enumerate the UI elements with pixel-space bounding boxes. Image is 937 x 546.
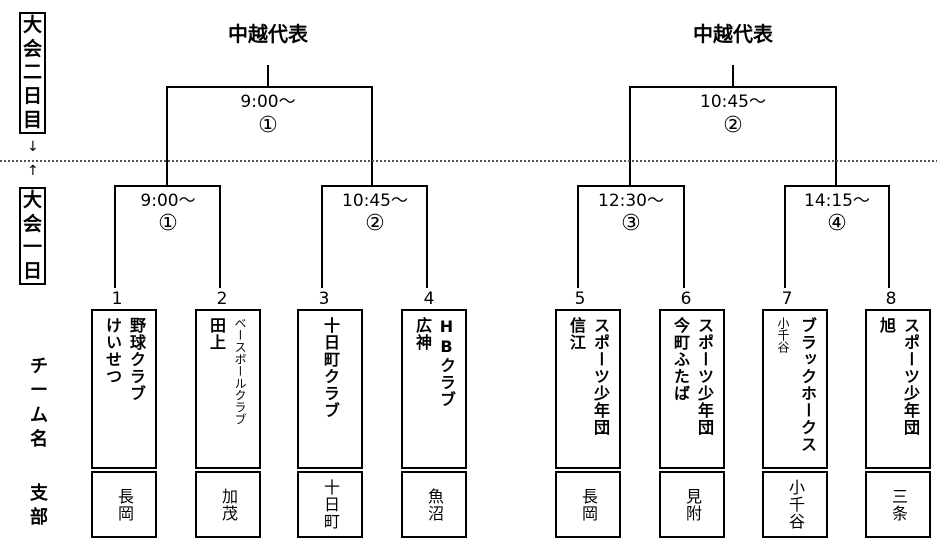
final-match-2-time: 10:45〜 [700,92,766,112]
team-7-name-box: ブラックホークス 小千谷 [762,309,828,469]
day2-char: 二 [22,61,42,84]
row-label-char: 支 [30,483,48,504]
day2-char: 大 [22,14,42,37]
day1-label-box: 大 会 一 日 [19,187,46,285]
row-label-branch: 支 部 [27,482,51,531]
team-2-name-box: ベースボールクラブ 田上 [195,309,261,469]
team-4-name-box: HBクラブ 広神 [401,309,467,469]
match-2-time: 10:45〜 [342,191,408,211]
team-7-branch: 小千谷 [786,479,805,530]
team-5-branch: 長岡 [579,487,598,522]
team-4-branch-box: 魚沼 [401,471,467,538]
team-2-name-sub: 田上 [207,317,226,351]
team-6-branch-box: 見附 [659,471,725,538]
arrow-up: ↑ [27,163,39,179]
team-8-branch: 三条 [889,487,908,522]
bracket-match-2 [321,185,428,288]
day2-char: 目 [22,108,42,131]
match-4-number: ④ [827,211,847,236]
day1-char: 会 [22,212,42,235]
team-5-number: 5 [574,289,586,309]
team-2-number: 2 [216,289,228,309]
match-3-time: 12:30〜 [598,191,664,211]
day2-label-box: 大 会 二 日 目 [19,12,46,134]
team-8-number: 8 [885,289,897,309]
team-5-name-sub: 信江 [567,317,586,351]
team-7-name: ブラックホークス [798,317,817,453]
team-3-branch-box: 十日町 [297,471,363,538]
day1-char: 日 [22,259,42,282]
team-1-branch: 長岡 [115,487,134,522]
match-3-number: ③ [621,211,641,236]
row-label-char: ー [30,380,48,402]
team-8-name: スポーツ少年団 [901,317,920,436]
team-3-branch: 十日町 [321,479,340,530]
day2-char: 会 [22,37,42,60]
team-1-number: 1 [111,289,123,309]
team-1-name-box: 野球クラブ けいせつ [91,309,157,469]
team-2-branch: 加茂 [219,487,238,522]
day2-char: 日 [22,85,42,108]
team-4-branch: 魚沼 [425,487,444,522]
team-8-name-box: スポーツ少年団 旭 [865,309,931,469]
day1-char: 一 [22,236,42,259]
row-label-team: チ ー ム 名 [27,355,51,452]
team-1-name-sub: けいせつ [103,317,122,385]
team-4-number: 4 [423,289,435,309]
team-8-branch-box: 三条 [865,471,931,538]
match-1-time: 9:00〜 [140,191,196,211]
match-2-number: ② [365,211,385,236]
team-6-name-sub: 今町ふたば [671,317,690,402]
team-1-name: 野球クラブ [127,317,146,402]
match-1-number: ① [158,211,178,236]
team-5-branch-box: 長岡 [555,471,621,538]
team-2-name: ベースボールクラブ [233,317,247,425]
team-6-name: スポーツ少年団 [695,317,714,436]
arrow-down: ↓ [27,139,39,155]
day1-char: 大 [22,189,42,212]
match-4-time: 14:15〜 [804,191,870,211]
final-match-1-number: ① [258,113,278,138]
team-4-name: HBクラブ [437,317,456,408]
team-7-name-sub: 小千谷 [776,317,790,353]
team-4-name-sub: 広神 [413,317,432,351]
final-match-2-number: ② [723,113,743,138]
team-5-name-box: スポーツ少年団 信江 [555,309,621,469]
team-8-name-sub: 旭 [877,317,896,334]
team-5-name: スポーツ少年団 [591,317,610,436]
row-label-char: チ [30,356,48,377]
team-7-number: 7 [781,289,793,309]
team-2-branch-box: 加茂 [195,471,261,538]
final-match-1-time: 9:00〜 [240,92,296,112]
row-label-char: 部 [30,507,48,529]
team-3-name-box: 十日町クラブ [297,309,363,469]
row-label-char: ム [30,404,48,426]
team-6-branch: 見附 [683,487,702,522]
team-3-name: 十日町クラブ [321,317,340,419]
team-6-name-box: スポーツ少年団 今町ふたば [659,309,725,469]
bracket-final-1 [166,86,373,186]
team-7-branch-box: 小千谷 [762,471,828,538]
representative-title-1: 中越代表 [228,22,308,46]
row-label-char: 名 [30,428,48,450]
team-6-number: 6 [680,289,692,309]
team-1-branch-box: 長岡 [91,471,157,538]
team-3-number: 3 [318,289,330,309]
representative-title-2: 中越代表 [693,22,773,46]
